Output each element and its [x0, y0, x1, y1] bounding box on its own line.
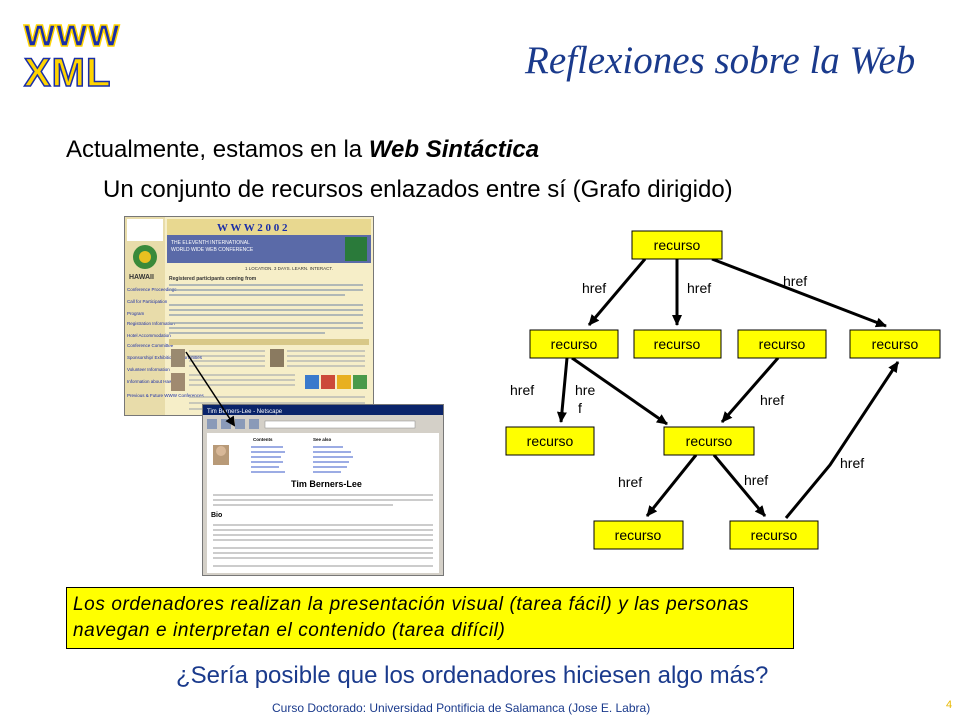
sidebar-link[interactable]: Conference Proceedings [127, 287, 177, 292]
edge-label-href: href [618, 474, 642, 490]
graph-node: recurso [631, 230, 723, 260]
graph-node: recurso [593, 520, 684, 550]
graph-edge [645, 454, 698, 517]
graph-node-label: recurso [751, 527, 798, 543]
graph-edge [720, 357, 780, 423]
browser-page-screenshot: Tim Berners-Lee - Netscape Contents See … [202, 404, 444, 576]
edge-label-href: href [760, 392, 784, 408]
browser-col-see-also: See also [313, 437, 332, 442]
footer-credit: Curso Doctorado: Universidad Pontificia … [272, 701, 651, 715]
graph-edge [571, 356, 668, 426]
graph-node: recurso [505, 426, 595, 456]
bullet-line-1-text: Actualmente, estamos en la [66, 136, 369, 163]
edge-label-f: f [578, 400, 582, 416]
directed-graph: href href href href hre f href href href… [505, 230, 941, 550]
sidebar-link[interactable]: Program [127, 311, 145, 316]
sidebar-link[interactable]: Hotel Accommodation [127, 333, 171, 338]
bullet-line-1: Actualmente, estamos en la Web Sintáctic… [66, 136, 539, 164]
hawaii-label: HAWAII [129, 274, 154, 281]
edge-label-href: href [744, 472, 768, 488]
conference-page-image: HAWAII Conference Proceedings Call for P… [125, 217, 373, 415]
bullet-line-2: Un conjunto de recursos enlazados entre … [103, 176, 733, 203]
graph-node-label: recurso [551, 336, 598, 352]
browser-col-contents: Contents [253, 437, 273, 442]
closing-question: ¿Sería posible que los ordenadores hicie… [176, 662, 769, 689]
location-tagline: 1 LOCATION. 3 DAYS. LEARN. INTERACT. [245, 266, 333, 271]
graph-edge [711, 257, 887, 328]
graph-node-label: recurso [654, 237, 701, 253]
graph-node: recurso [633, 329, 722, 359]
conference-page-screenshot: HAWAII Conference Proceedings Call for P… [124, 216, 374, 416]
graph-node-label: recurso [872, 336, 919, 352]
registered-heading: Registered participants coming from [169, 276, 257, 282]
graph-node: recurso [849, 329, 941, 359]
www-xml-logo: www XML [22, 12, 120, 92]
graph-nodes: recurso recurso recurso recurso recurso … [505, 230, 941, 550]
browser-window-title: Tim Berners-Lee - Netscape [207, 409, 283, 415]
conference-subtitle-2: WORLD WIDE WEB CONFERENCE [171, 247, 254, 253]
sidebar-link[interactable]: Conference Committee [127, 343, 174, 348]
sidebar-link[interactable]: Volunteer Information [127, 367, 170, 372]
graph-node: recurso [729, 520, 819, 550]
edge-label-href: href [840, 455, 864, 471]
sidebar-links: Conference Proceedings Call for Particip… [127, 287, 205, 398]
logo-www-text: www [23, 12, 120, 55]
sidebar-link[interactable]: Previous & Future WWW Conferences [127, 393, 205, 398]
conference-banner: W W W 2 0 0 2 [217, 222, 288, 234]
graph-node-label: recurso [615, 527, 662, 543]
edge-label-hre: hre [575, 382, 595, 398]
graph-node-label: recurso [527, 433, 574, 449]
bullet-line-1-emphasis: Web Sintáctica [368, 136, 540, 163]
edge-label-href: href [687, 280, 711, 296]
graph-edge [556, 357, 569, 423]
slide-title: Reflexiones sobre la Web [525, 39, 916, 82]
graph-node-label: recurso [654, 336, 701, 352]
browser-page-image: Tim Berners-Lee - Netscape Contents See … [203, 405, 443, 575]
sidebar-link[interactable]: Registration Information [127, 321, 175, 326]
browser-page-heading: Tim Berners-Lee [291, 479, 362, 489]
graph-edge [712, 454, 767, 517]
sidebar-link[interactable]: Sponsorship/ Exhibition Opportunities [127, 355, 203, 360]
sidebar-link[interactable]: Call for Participation [127, 299, 168, 304]
graph-edge [784, 361, 900, 519]
page-number: 4 [946, 699, 953, 711]
sidebar-link[interactable]: Information about Hawaii [127, 379, 177, 384]
conference-subtitle-1: THE ELEVENTH INTERNATIONAL [171, 240, 250, 246]
graph-node: recurso [663, 426, 755, 456]
graph-node-label: recurso [686, 433, 733, 449]
note-box: Los ordenadores realizan la presentación… [66, 587, 794, 649]
logo-xml-text: XML [24, 51, 111, 92]
graph-node-label: recurso [759, 336, 806, 352]
graph-node: recurso [529, 329, 619, 359]
edge-label-href: href [783, 273, 807, 289]
edge-label-href: href [582, 280, 606, 296]
graph-node: recurso [737, 329, 827, 359]
browser-bio-heading: Bio [211, 512, 222, 519]
edge-label-href: href [510, 382, 534, 398]
graph-edge [587, 258, 647, 326]
